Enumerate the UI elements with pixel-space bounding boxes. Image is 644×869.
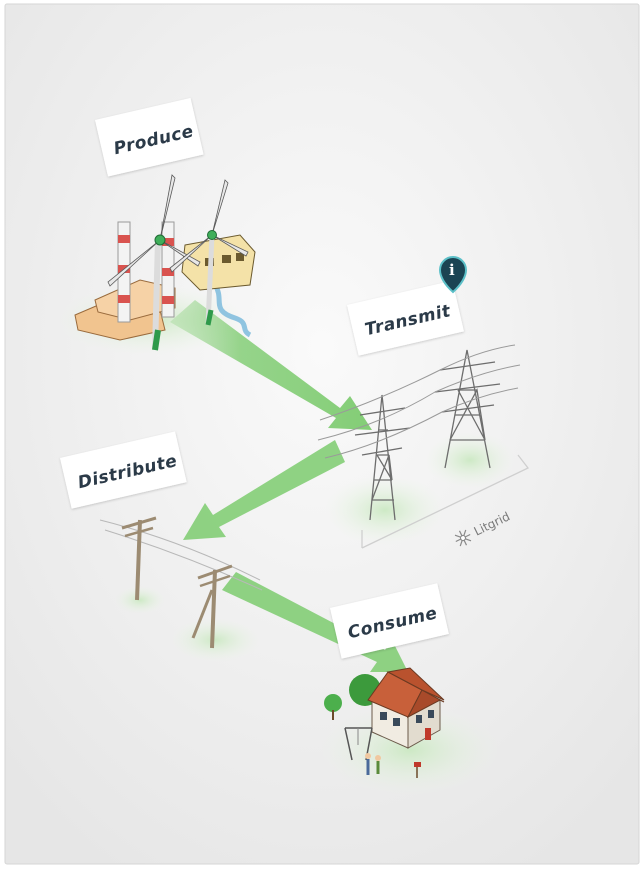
pole-brace <box>191 589 214 639</box>
house-door <box>425 728 431 740</box>
tower-brace <box>372 429 394 501</box>
tower-leg-back <box>444 349 491 469</box>
pole-crossarm <box>199 574 231 588</box>
pole-back <box>135 519 142 601</box>
label-transmit: Transmit <box>347 280 464 356</box>
flow-arrow-transmit-distribute <box>183 440 345 540</box>
info-pin-shape <box>438 256 468 294</box>
smokestack-band <box>162 268 174 276</box>
pole-crossarm <box>124 526 154 538</box>
transmission-towers-illustration <box>317 344 530 549</box>
pole-front <box>210 569 217 649</box>
house-roof <box>406 689 445 719</box>
turbine-blade <box>159 239 201 267</box>
svg-text:i: i <box>449 261 455 279</box>
turbine-hub <box>207 230 217 240</box>
tower-arm <box>434 361 501 413</box>
power-line <box>319 344 516 421</box>
house-window <box>393 718 400 726</box>
house-illustration <box>324 667 445 778</box>
smokestack-band <box>118 295 130 303</box>
pole-crossarm <box>121 516 157 530</box>
label-tag <box>94 97 204 177</box>
smokestack-band <box>162 296 174 304</box>
pole-glow-front <box>170 618 260 662</box>
distribution-wire <box>99 519 261 581</box>
mailbox <box>414 762 421 767</box>
label-tag <box>347 280 464 356</box>
pole-glow-back <box>115 586 165 614</box>
turbine-base <box>152 329 161 351</box>
power-line <box>324 387 519 459</box>
tower-glow-back <box>425 432 515 488</box>
tower-glow-front <box>325 475 445 545</box>
label-tag <box>330 583 449 659</box>
turbine-blade <box>211 179 229 236</box>
litgrid-logo-icon <box>454 529 472 547</box>
distribution-poles-illustration <box>99 516 263 649</box>
label-distribute: Distribute <box>60 431 187 509</box>
dam-window <box>222 255 231 263</box>
tree <box>324 694 342 712</box>
turbine-base <box>205 309 214 326</box>
power-line <box>317 364 521 441</box>
person-head <box>365 753 371 759</box>
pole-crossarm <box>197 564 233 580</box>
turbine-blade <box>159 174 176 241</box>
turbine-blade <box>169 234 213 273</box>
turbine-blade <box>211 234 249 257</box>
tower-brace <box>449 388 486 441</box>
tower-brace <box>371 454 393 501</box>
tower-arm <box>354 407 411 456</box>
label-consume: Consume <box>330 583 449 659</box>
dam-window <box>236 253 244 261</box>
house-window <box>416 715 422 723</box>
person-head <box>375 755 381 761</box>
flow-arrow-produce-transmit <box>170 300 372 430</box>
label-produce: Produce <box>94 97 204 177</box>
tower-brace <box>450 389 485 441</box>
house-window <box>428 710 434 718</box>
smokestack-band <box>162 238 174 246</box>
turbine-blade <box>107 239 161 287</box>
label-tag <box>60 431 187 509</box>
river <box>212 283 252 338</box>
smokestack-band <box>118 235 130 243</box>
info-pin-icon[interactable]: i <box>438 256 468 294</box>
house-window <box>380 712 387 720</box>
house-roof <box>386 667 445 701</box>
power-plant-illustration <box>74 174 256 351</box>
turbine-hub <box>154 234 166 246</box>
distribution-wire <box>104 529 263 591</box>
platform-edge <box>361 454 530 549</box>
